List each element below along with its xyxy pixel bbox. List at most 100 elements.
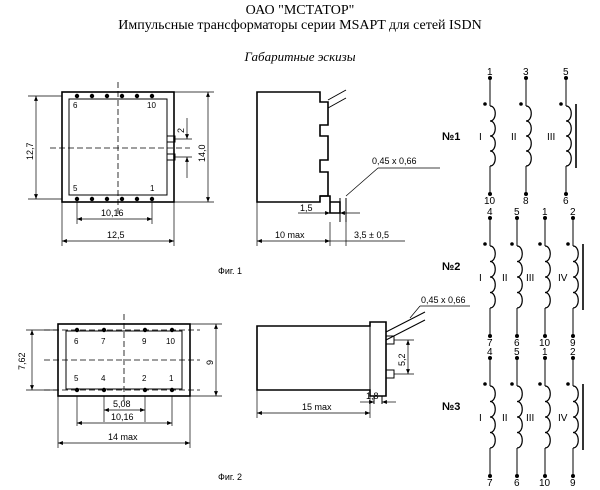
winding-bottom-pin: 8 xyxy=(523,196,529,207)
fig1-dim-pin-span: 10,16 xyxy=(101,208,124,218)
winding-bottom-pin: 9 xyxy=(570,478,576,489)
fig1-pin-10: 10 xyxy=(147,101,156,110)
coil-symbol xyxy=(516,245,523,309)
winding-number: III xyxy=(526,273,534,284)
coil-symbol xyxy=(489,385,496,449)
winding-number: I xyxy=(479,132,482,143)
schematic-label: №2 xyxy=(442,261,460,273)
winding-bottom-pin: 10 xyxy=(484,196,496,207)
fig2-pin-1: 1 xyxy=(169,374,174,383)
fig2-dim-height: 9 xyxy=(205,360,215,365)
winding-ii: 5 6 II xyxy=(502,207,523,349)
fig1-top-view: 6 10 5 1 12,7 14,0 2 10,16 12,5 xyxy=(25,82,214,246)
fig2-side-view: 0,45 x 0,66 5,2 1,8 15 max xyxy=(256,295,470,418)
winding-number: II xyxy=(511,132,517,143)
winding-number: I xyxy=(479,413,482,424)
polarity-dot xyxy=(510,242,514,246)
coil-symbol xyxy=(525,105,532,167)
winding-ii: 5 6 II xyxy=(502,347,523,489)
coil-symbol xyxy=(572,385,579,449)
winding-top-pin: 2 xyxy=(570,207,576,218)
winding-schematics: №1110I38II56III№247I56II110III29IV№347I5… xyxy=(442,67,584,489)
fig1-pin-offset: 1,5 xyxy=(300,203,313,213)
fig2-pin-section: 0,45 x 0,66 xyxy=(421,295,466,305)
fig2-caption: Фиг. 2 xyxy=(218,472,242,482)
fig1-side-view: 0,45 x 0,66 1,5 10 max 3,5 ± 0,5 xyxy=(256,89,440,246)
schematic-label: №1 xyxy=(442,131,460,143)
polarity-dot xyxy=(510,382,514,386)
fig2-pin-6: 6 xyxy=(74,337,79,346)
fig2-dim-pin-span: 10,16 xyxy=(111,412,134,422)
schematic-label: №3 xyxy=(442,401,460,413)
winding-number: I xyxy=(479,273,482,284)
fig2-pin-offset: 1,8 xyxy=(366,391,379,401)
winding-bottom-pin: 10 xyxy=(539,338,551,349)
winding-top-pin: 5 xyxy=(563,67,569,78)
fig1-dim-width: 12,5 xyxy=(107,230,125,240)
fig2-dim-row-pitch: 7,62 xyxy=(17,352,27,370)
fig1-side-depth: 10 max xyxy=(275,230,305,240)
fig1-pin-6: 6 xyxy=(73,101,78,110)
polarity-dot xyxy=(538,382,542,386)
winding-i: 47I xyxy=(479,347,496,489)
polarity-dot xyxy=(483,102,487,106)
fig2-pin-7: 7 xyxy=(101,337,106,346)
winding-top-pin: 1 xyxy=(487,67,493,78)
winding-top-pin: 2 xyxy=(570,347,576,358)
winding-number: IV xyxy=(558,413,568,424)
winding-ii: 3 8 II xyxy=(511,67,532,207)
section-subtitle: Габаритные эскизы xyxy=(244,49,356,64)
winding-top-pin: 3 xyxy=(523,67,529,78)
winding-bottom-pin: 6 xyxy=(514,478,520,489)
document-title: Импульсные трансформаторы серии MSAPT дл… xyxy=(118,18,482,33)
fig2-top-view: 6 7 9 10 5 4 2 1 7,62 9 5,08 10,16 14 ma… xyxy=(17,314,222,448)
polarity-dot xyxy=(483,382,487,386)
winding-bottom-pin: 6 xyxy=(514,338,520,349)
fig2-dim-width: 14 max xyxy=(108,432,138,442)
winding-top-pin: 5 xyxy=(514,347,520,358)
winding-i: 47I xyxy=(479,207,496,349)
winding-bottom-pin: 9 xyxy=(570,338,576,349)
coil-symbol xyxy=(489,245,496,309)
polarity-dot xyxy=(538,242,542,246)
winding-top-pin: 4 xyxy=(487,347,493,358)
winding-number: IV xyxy=(558,273,568,284)
winding-iv: 2 9 IV xyxy=(558,347,584,489)
coil-symbol xyxy=(489,105,496,167)
polarity-dot xyxy=(559,102,563,106)
winding-top-pin: 5 xyxy=(514,207,520,218)
winding-bottom-pin: 6 xyxy=(563,196,569,207)
fig1-pin-section: 0,45 x 0,66 xyxy=(372,156,417,166)
fig1-dim-pin-pitch: 2 xyxy=(176,128,186,133)
winding-iii: 1 10 III xyxy=(526,207,551,349)
coil-symbol xyxy=(565,105,572,167)
fig1-pin-length: 3,5 ± 0,5 xyxy=(354,230,389,240)
fig1-pin-1: 1 xyxy=(150,184,155,193)
fig2-pin-2: 2 xyxy=(142,374,147,383)
fig2-pin-9: 9 xyxy=(142,337,147,346)
fig2-pins xyxy=(74,327,175,393)
coil-symbol xyxy=(544,385,551,449)
fig2-pin-pitch-side: 5,2 xyxy=(397,353,407,366)
winding-number: III xyxy=(526,413,534,424)
fig2-dim-pitch: 5,08 xyxy=(113,399,131,409)
winding-number: II xyxy=(502,413,508,424)
fig2-side-depth: 15 max xyxy=(302,402,332,412)
fig2-pin-4: 4 xyxy=(101,374,106,383)
coil-symbol xyxy=(516,385,523,449)
fig1-dim-height: 12,7 xyxy=(25,142,35,160)
winding-number: III xyxy=(547,132,555,143)
coil-symbol xyxy=(572,245,579,309)
polarity-dot xyxy=(566,382,570,386)
fig1-caption: Фиг. 1 xyxy=(218,266,242,276)
fig1-top-pins xyxy=(74,93,155,202)
winding-bottom-pin: 10 xyxy=(539,478,551,489)
polarity-dot xyxy=(566,242,570,246)
winding-number: II xyxy=(502,273,508,284)
winding-iv: 2 9 IV xyxy=(558,207,584,349)
polarity-dot xyxy=(519,102,523,106)
winding-top-pin: 1 xyxy=(542,207,548,218)
fig2-pin-5: 5 xyxy=(74,374,79,383)
winding-iii: 5 6 III xyxy=(547,67,577,207)
